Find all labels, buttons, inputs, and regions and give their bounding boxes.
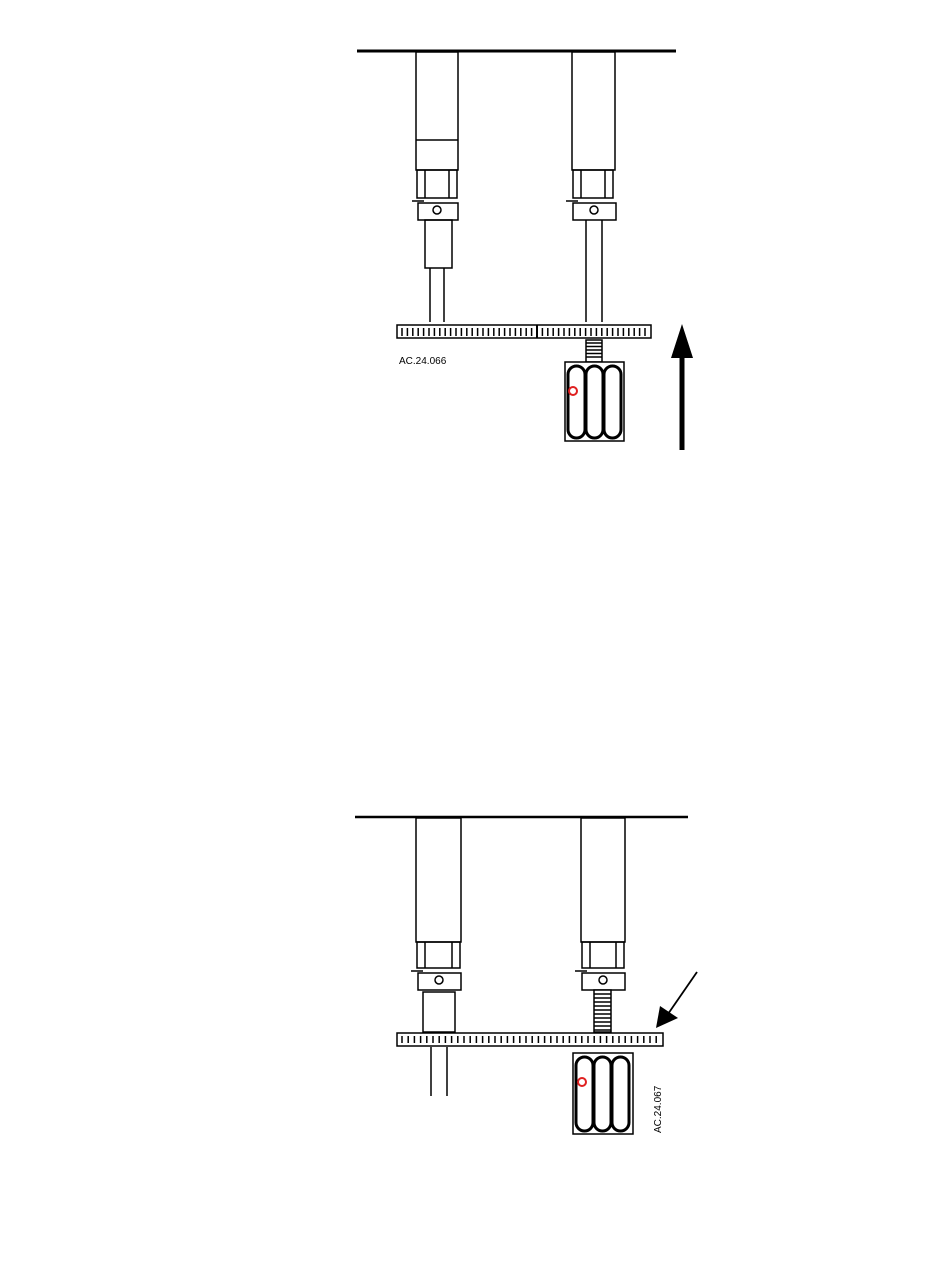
heating-element <box>573 1053 633 1134</box>
reference-code: AC.24.067 <box>653 1085 664 1133</box>
diagram-top: AC.24.066 <box>0 0 950 480</box>
right-cylinder <box>566 52 616 322</box>
right-cylinder <box>575 818 625 990</box>
arrow-up-icon <box>671 324 693 450</box>
left-cylinder <box>412 52 458 322</box>
arrow-diagonal-icon <box>656 972 697 1028</box>
toothed-rail <box>397 1033 663 1046</box>
diagram-bottom: AC.24.067 <box>0 780 950 1160</box>
heating-element <box>565 362 624 441</box>
left-cylinder <box>411 818 461 1096</box>
toothed-rail <box>397 325 651 338</box>
reference-code: AC.24.066 <box>399 356 447 367</box>
spring-connector <box>586 340 602 362</box>
spring-connector <box>594 990 611 1032</box>
